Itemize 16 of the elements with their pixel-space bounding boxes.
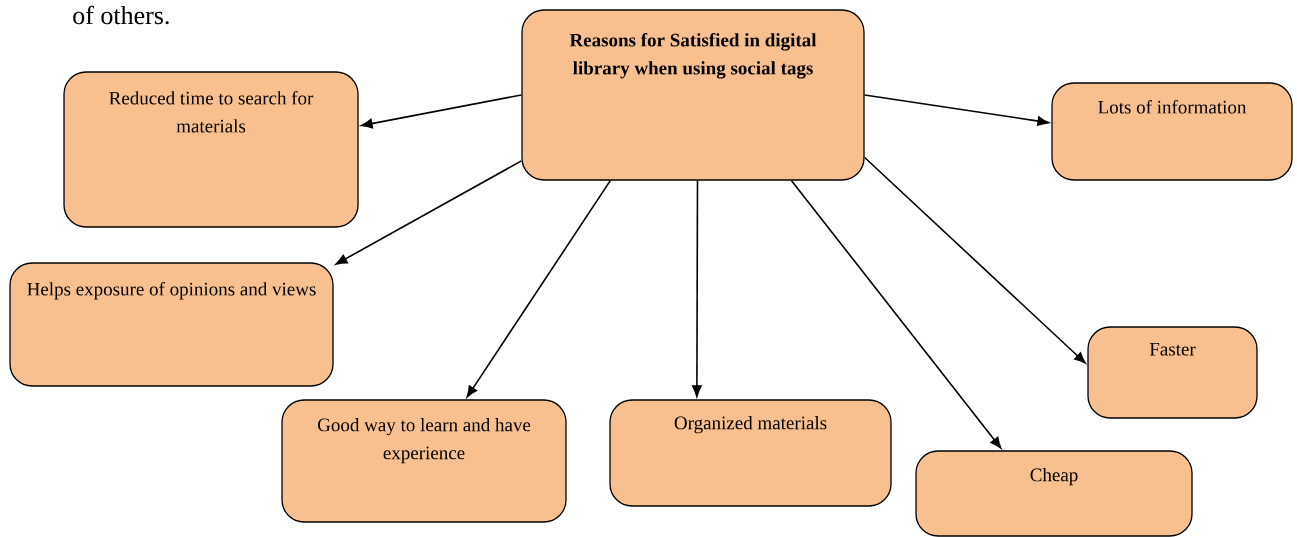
body-text: of others. bbox=[73, 5, 169, 25]
arrow bbox=[466, 179, 612, 398]
rounded-box: Organized materials bbox=[609, 399, 892, 507]
rounded-box: Good way to learn and have experience bbox=[281, 399, 567, 523]
rounded-box: Reasons for Satisfied in digital library when using social tags bbox=[521, 9, 865, 181]
rounded-box: Reduced time to search for materials bbox=[63, 71, 359, 228]
arrow bbox=[360, 94, 523, 129]
arrow bbox=[863, 94, 1050, 126]
rounded-box: Faster bbox=[1087, 326, 1258, 419]
rounded-box: Helps exposure of opinions and views bbox=[9, 262, 334, 387]
arrow bbox=[335, 160, 523, 265]
arrow bbox=[692, 179, 702, 397]
rounded-box: Cheap bbox=[915, 450, 1193, 537]
arrow bbox=[863, 156, 1086, 364]
rounded-box: Lots of information bbox=[1051, 82, 1293, 181]
arrow bbox=[790, 179, 1002, 449]
